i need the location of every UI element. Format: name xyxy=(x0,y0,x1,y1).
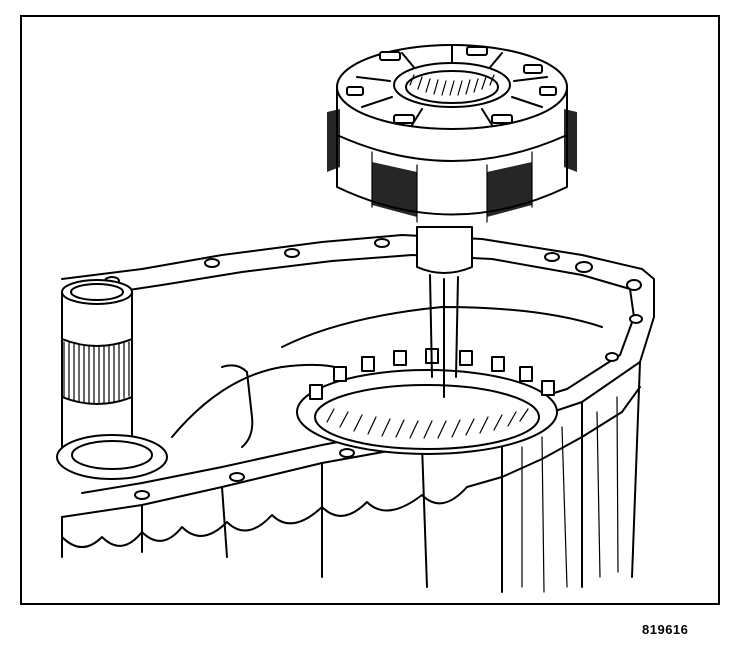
planetary-carrier xyxy=(327,44,577,398)
case-housing xyxy=(61,234,655,593)
diagram-frame xyxy=(20,15,720,605)
carrier-top-segments xyxy=(346,44,557,126)
carrier-hub xyxy=(416,226,473,274)
output-shaft xyxy=(56,279,168,480)
shaft-splines xyxy=(61,338,133,405)
dowel-pin xyxy=(575,261,593,273)
ring-gear xyxy=(296,348,558,455)
transfer-case-illustration xyxy=(56,44,655,593)
figure-number: 819616 xyxy=(642,622,689,637)
pinion-gears xyxy=(327,109,577,217)
ring-gear-lugs xyxy=(309,348,555,400)
